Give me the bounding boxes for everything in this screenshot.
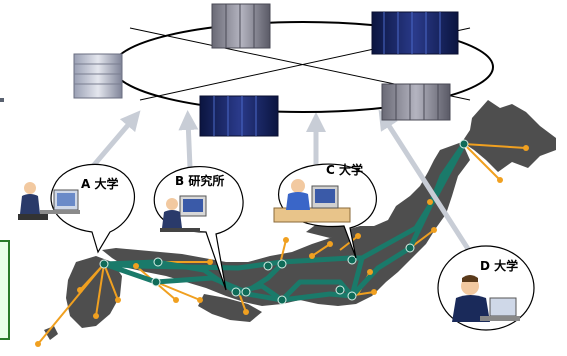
callout-a — [50, 163, 136, 254]
server-rack-icon — [73, 53, 123, 99]
server-rack-icon — [211, 3, 271, 49]
access-nodes — [35, 145, 529, 347]
label-univ-c: C 大学 — [326, 162, 363, 177]
supercomputer-icon — [199, 95, 279, 137]
label-univ-d: D 大学 — [480, 258, 518, 273]
backbone-nodes — [99, 139, 469, 305]
connection-arrows — [86, 109, 473, 254]
workstation-user-icon — [273, 179, 351, 223]
label-univ-a: A 大学 — [81, 176, 118, 191]
label-inst-b: B 研究所 — [175, 173, 224, 188]
server-rack-icon — [381, 83, 451, 121]
laptop-user-icon — [452, 275, 520, 322]
workstation-user-icon — [160, 195, 207, 232]
supercomputer-icon — [371, 11, 459, 55]
side-panel-edge — [0, 240, 10, 340]
side-marker — [0, 98, 4, 102]
desktop-user-icon — [18, 182, 80, 220]
